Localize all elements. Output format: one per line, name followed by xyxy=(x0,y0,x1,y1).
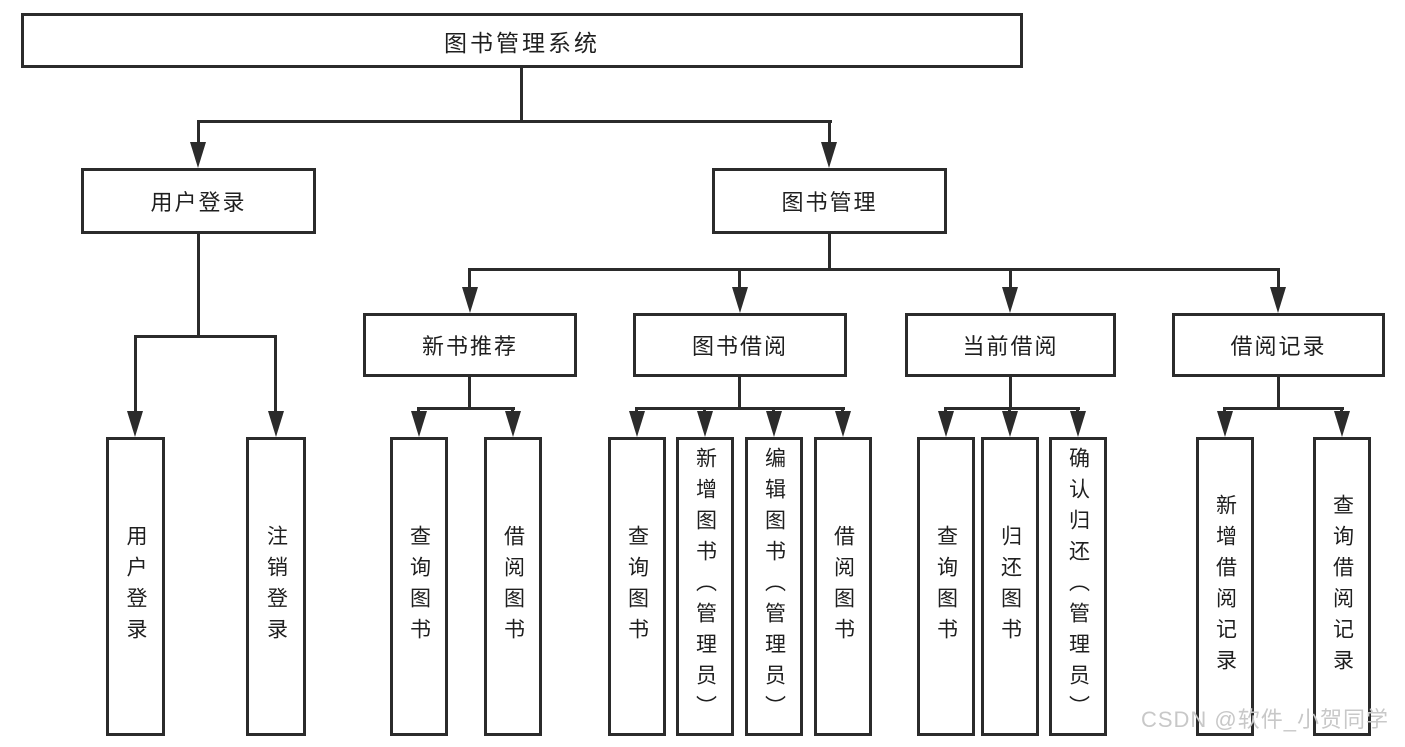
leaf-cb-confirm-return-admin: 确认归还（管理员） xyxy=(1049,437,1107,736)
leaf-bb-add-books-admin-label: 新增图书（管理员） xyxy=(693,447,717,726)
arrowhead-br-query xyxy=(1334,411,1350,437)
connector-new-book-stem xyxy=(468,377,471,407)
connector-user-login-stem xyxy=(197,234,200,335)
arrowhead-bb-add xyxy=(697,411,713,437)
leaf-nb-borrow-books: 借阅图书 xyxy=(484,437,542,736)
leaf-logout-login: 注销登录 xyxy=(246,437,306,736)
leaf-bb-borrow-books-label: 借阅图书 xyxy=(831,524,855,649)
arrowhead-bb-edit xyxy=(766,411,782,437)
arrowhead-cb-query xyxy=(938,411,954,437)
arrowhead-bb-query xyxy=(629,411,645,437)
arrowhead-current-borrow xyxy=(1002,287,1018,313)
leaf-br-query-record: 查询借阅记录 xyxy=(1313,437,1371,736)
arrowhead-user-login xyxy=(190,142,206,168)
node-book-borrow: 图书借阅 xyxy=(633,313,847,377)
leaf-br-add-record-label: 新增借阅记录 xyxy=(1213,493,1237,680)
connector-book-management-stem xyxy=(828,234,831,268)
connector-book-management-crossbar xyxy=(469,268,1280,271)
node-new-book-recommend: 新书推荐 xyxy=(363,313,577,377)
leaf-bb-add-books-admin: 新增图书（管理员） xyxy=(676,437,734,736)
leaf-logout-login-label: 注销登录 xyxy=(264,524,288,649)
leaf-bb-query-books-label: 查询图书 xyxy=(625,524,649,649)
connector-root-crossbar xyxy=(197,120,832,123)
arrowhead-new-book xyxy=(462,287,478,313)
connector-drop-current-borrow xyxy=(1009,268,1012,290)
leaf-cb-query-books: 查询图书 xyxy=(917,437,975,736)
arrowhead-nb-query xyxy=(411,411,427,437)
connector-root-stem xyxy=(520,68,523,120)
leaf-nb-query-books: 查询图书 xyxy=(390,437,448,736)
arrowhead-leaf-logout xyxy=(268,411,284,437)
node-current-borrow: 当前借阅 xyxy=(905,313,1116,377)
leaf-cb-confirm-return-admin-label: 确认归还（管理员） xyxy=(1066,447,1090,726)
arrowhead-book-borrow xyxy=(732,287,748,313)
arrowhead-cb-return xyxy=(1002,411,1018,437)
arrowhead-nb-borrow xyxy=(505,411,521,437)
arrowhead-br-add xyxy=(1217,411,1233,437)
arrowhead-cb-confirm xyxy=(1070,411,1086,437)
arrowhead-leaf-login xyxy=(127,411,143,437)
arrowhead-bb-borrow xyxy=(835,411,851,437)
leaf-bb-borrow-books: 借阅图书 xyxy=(814,437,872,736)
connector-drop-book-borrow xyxy=(738,268,741,290)
leaf-nb-borrow-books-label: 借阅图书 xyxy=(501,524,525,649)
connector-new-book-crossbar xyxy=(417,407,515,410)
connector-current-borrow-crossbar xyxy=(944,407,1080,410)
connector-book-borrow-stem xyxy=(738,377,741,407)
leaf-cb-query-books-label: 查询图书 xyxy=(934,524,958,649)
leaf-br-add-record: 新增借阅记录 xyxy=(1196,437,1254,736)
leaf-user-login-label: 用户登录 xyxy=(124,524,147,649)
node-user-login: 用户登录 xyxy=(81,168,316,234)
arrowhead-borrow-records xyxy=(1270,287,1286,313)
connector-borrow-records-stem xyxy=(1277,377,1280,407)
connector-current-borrow-stem xyxy=(1009,377,1012,407)
leaf-user-login: 用户登录 xyxy=(106,437,165,736)
node-library-management-system: 图书管理系统 xyxy=(21,13,1023,68)
connector-book-borrow-crossbar xyxy=(635,407,845,410)
connector-user-login-crossbar xyxy=(134,335,277,338)
connector-drop-new-book xyxy=(468,268,471,290)
leaf-br-query-record-label: 查询借阅记录 xyxy=(1330,493,1354,680)
csdn-watermark: CSDN @软件_小贺同学 xyxy=(1140,707,1389,732)
connector-drop-leaf-logout xyxy=(274,335,277,415)
leaf-bb-edit-books-admin: 编辑图书（管理员） xyxy=(745,437,803,736)
connector-drop-borrow-records xyxy=(1277,268,1280,290)
node-borrow-records: 借阅记录 xyxy=(1172,313,1385,377)
leaf-nb-query-books-label: 查询图书 xyxy=(407,524,431,649)
leaf-cb-return-books-label: 归还图书 xyxy=(998,524,1022,649)
arrowhead-book-management xyxy=(821,142,837,168)
connector-borrow-records-crossbar xyxy=(1223,407,1344,410)
node-book-management: 图书管理 xyxy=(712,168,947,234)
leaf-cb-return-books: 归还图书 xyxy=(981,437,1039,736)
connector-drop-leaf-login xyxy=(134,335,137,415)
leaf-bb-query-books: 查询图书 xyxy=(608,437,666,736)
connector-drop-user-login xyxy=(197,120,200,146)
leaf-bb-edit-books-admin-label: 编辑图书（管理员） xyxy=(762,447,786,726)
connector-drop-book-management xyxy=(828,120,831,146)
